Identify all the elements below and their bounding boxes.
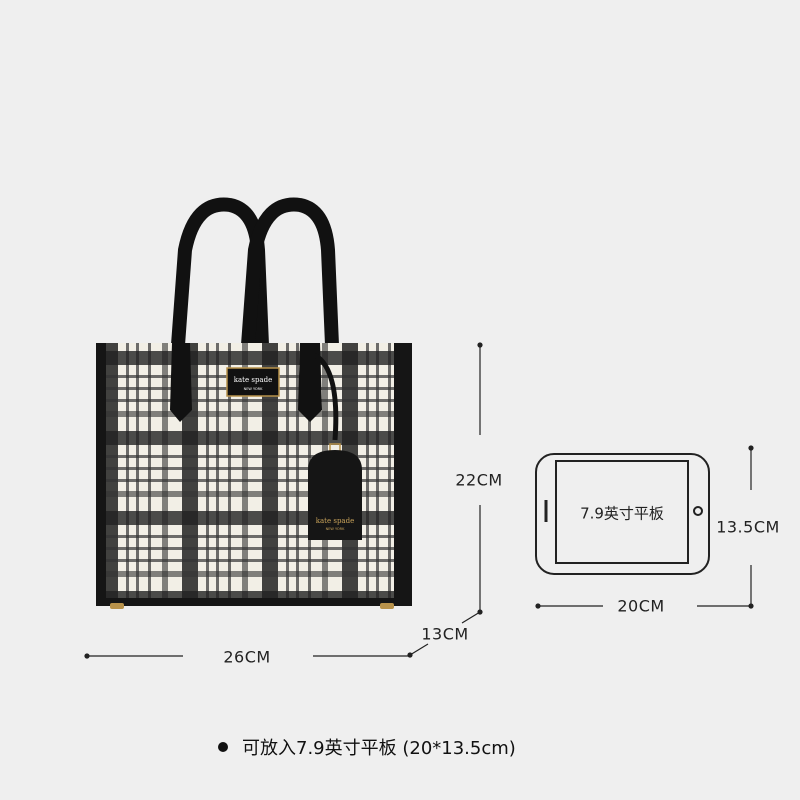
tablet-width-label: 20CM <box>617 596 665 616</box>
dimension-lines <box>84 342 754 659</box>
width-label: 26CM <box>223 647 271 667</box>
bullet-icon <box>218 742 228 752</box>
tablet-outline <box>535 453 710 575</box>
tablet-screen-label: 7.9英寸平板 <box>580 504 664 523</box>
bag-foot-left <box>110 603 124 609</box>
capacity-note: 可放入7.9英寸平板 (20*13.5cm) <box>218 734 516 760</box>
svg-text:NEW YORK: NEW YORK <box>244 387 264 391</box>
capacity-note-text: 可放入7.9英寸平板 (20*13.5cm) <box>242 738 516 759</box>
svg-text:kate spade: kate spade <box>316 517 354 525</box>
hang-tag: kate spade NEW YORK <box>308 443 362 540</box>
brand-plate: kate spade NEW YORK <box>226 367 280 397</box>
tablet-height-label: 13.5CM <box>716 517 780 537</box>
bag-side-left <box>96 343 106 605</box>
hang-strap <box>313 352 339 441</box>
handle-tab-right <box>298 343 322 422</box>
bag-foot-right <box>380 603 394 609</box>
bag-handle-right <box>241 197 339 346</box>
bag-side-right <box>394 343 412 605</box>
bag-bottom <box>96 598 412 606</box>
svg-text:kate spade: kate spade <box>234 376 272 384</box>
svg-text:NEW YORK: NEW YORK <box>326 527 346 531</box>
height-label: 22CM <box>455 470 503 490</box>
depth-label: 13CM <box>421 624 469 644</box>
tote-bag: kate spade NEW YORK kate spade NEW YORK <box>96 197 412 609</box>
handle-tab-left <box>170 343 192 422</box>
